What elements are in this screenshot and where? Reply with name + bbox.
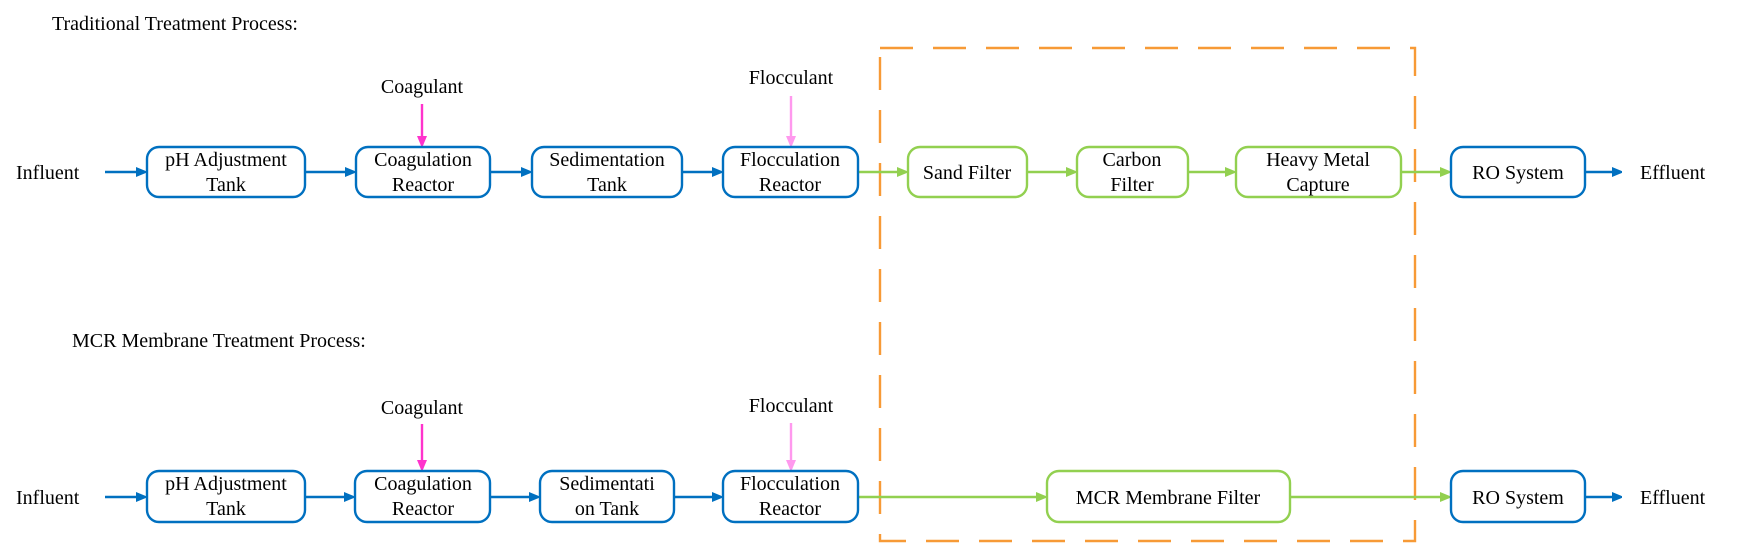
svg-text:Sedimentati: Sedimentati — [559, 473, 655, 495]
svg-text:Sedimentation: Sedimentation — [549, 149, 665, 171]
svg-text:Reactor: Reactor — [759, 498, 822, 520]
step-ro-system: RO System — [1449, 145, 1587, 199]
svg-text:pH Adjustment: pH Adjustment — [165, 149, 287, 171]
coagulant-label: Coagulant — [381, 76, 464, 98]
mcr-title: MCR Membrane Treatment Process: — [72, 330, 366, 352]
svg-text:Coagulation: Coagulation — [374, 149, 472, 171]
svg-text:Tank: Tank — [206, 498, 246, 520]
svg-text:Tank: Tank — [587, 174, 627, 196]
svg-text:pH Adjustment: pH Adjustment — [165, 473, 287, 495]
step-coagulation-reactor: Coagulation Reactor — [354, 145, 492, 199]
svg-text:Flocculation: Flocculation — [740, 149, 840, 171]
step-heavy-metal-capture: Heavy Metal Capture — [1234, 145, 1403, 199]
effluent-label: Effluent — [1640, 162, 1706, 184]
step-ro-system: RO System — [1449, 469, 1587, 524]
svg-text:Flocculation: Flocculation — [740, 473, 840, 495]
influent-label: Influent — [16, 487, 80, 509]
svg-text:Reactor: Reactor — [392, 174, 455, 196]
effluent-label: Effluent — [1640, 487, 1706, 509]
svg-text:MCR Membrane Filter: MCR Membrane Filter — [1076, 487, 1261, 509]
svg-text:on Tank: on Tank — [575, 498, 639, 520]
mcr-process: MCR Membrane Treatment Process: Influent… — [16, 330, 1706, 524]
svg-text:RO System: RO System — [1472, 487, 1564, 509]
svg-text:Reactor: Reactor — [392, 498, 455, 520]
step-mcr-membrane-filter: MCR Membrane Filter — [1045, 469, 1292, 524]
step-flocculation-reactor: Flocculation Reactor — [721, 145, 860, 199]
svg-text:Filter: Filter — [1110, 174, 1154, 196]
svg-text:Reactor: Reactor — [759, 174, 822, 196]
step-sedimentation-tank: Sedimentati on Tank — [538, 469, 676, 524]
coagulant-label: Coagulant — [381, 397, 464, 419]
influent-label: Influent — [16, 162, 80, 184]
step-ph-adjustment-tank: pH Adjustment Tank — [145, 145, 307, 199]
step-sand-filter: Sand Filter — [906, 145, 1029, 199]
svg-text:RO System: RO System — [1472, 162, 1564, 184]
flocculant-label: Flocculant — [749, 67, 834, 89]
svg-text:Capture: Capture — [1286, 174, 1349, 196]
svg-text:Heavy Metal: Heavy Metal — [1266, 149, 1370, 171]
flocculant-label: Flocculant — [749, 395, 834, 417]
traditional-title: Traditional Treatment Process: — [52, 13, 298, 35]
highlight-region — [878, 46, 1417, 543]
svg-text:Tank: Tank — [206, 174, 246, 196]
step-carbon-filter: Carbon Filter — [1075, 145, 1190, 199]
svg-text:Coagulation: Coagulation — [374, 473, 472, 495]
step-ph-adjustment-tank: pH Adjustment Tank — [145, 469, 307, 524]
step-coagulation-reactor: Coagulation Reactor — [353, 469, 492, 524]
svg-text:Carbon: Carbon — [1103, 149, 1162, 171]
step-flocculation-reactor: Flocculation Reactor — [721, 469, 860, 524]
traditional-process: Traditional Treatment Process: Influent … — [16, 13, 1706, 199]
svg-text:Sand Filter: Sand Filter — [923, 162, 1012, 184]
step-sedimentation-tank: Sedimentation Tank — [530, 145, 684, 199]
